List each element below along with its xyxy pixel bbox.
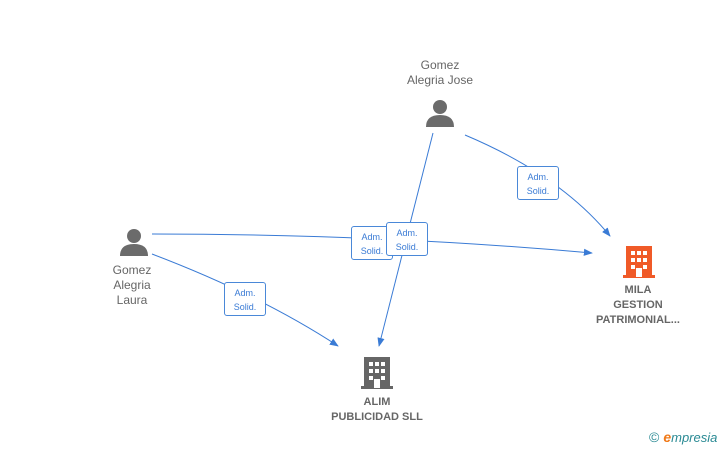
- building-icon[interactable]: [623, 244, 655, 278]
- relation-label[interactable]: Adm. Solid.: [224, 282, 266, 316]
- brand-footer: ©empresia: [649, 429, 717, 445]
- copyright-symbol: ©: [649, 429, 660, 445]
- relation-label[interactable]: Adm. Solid.: [517, 166, 559, 200]
- person-icon[interactable]: [119, 227, 149, 257]
- building-icon[interactable]: [361, 355, 393, 389]
- company-label-mila[interactable]: MILA GESTION PATRIMONIAL...: [596, 284, 680, 326]
- person-label-laura: Gomez Alegria Laura: [112, 263, 152, 307]
- relation-label[interactable]: Adm. Solid.: [386, 222, 428, 256]
- brand-logo-text: mpresia: [671, 430, 718, 445]
- company-label-alim[interactable]: ALIM PUBLICIDAD SLL: [331, 396, 423, 423]
- person-icon[interactable]: [425, 98, 455, 128]
- brand-logo-initial: e: [663, 429, 672, 445]
- person-label-jose: Gomez Alegria Jose: [406, 58, 474, 87]
